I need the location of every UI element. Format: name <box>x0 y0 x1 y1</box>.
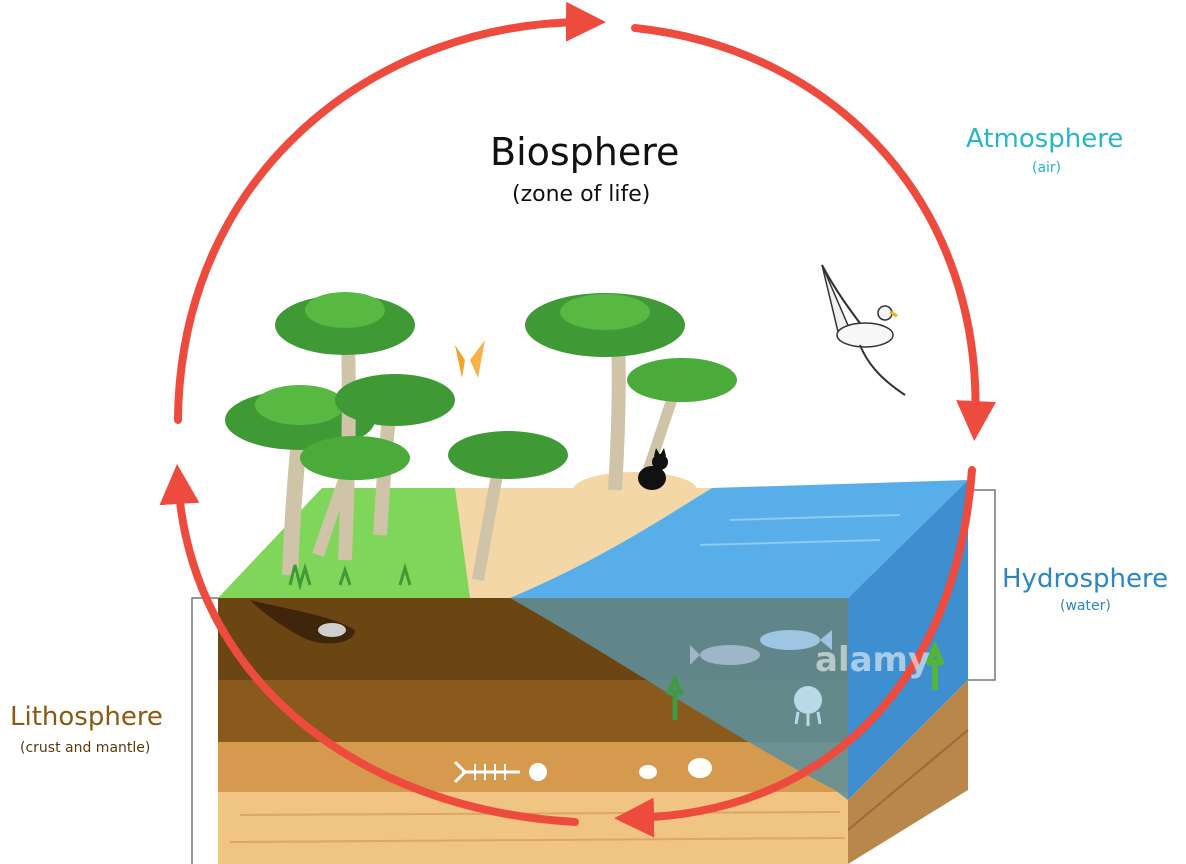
lithosphere-bracket <box>192 598 218 864</box>
biosphere-subtitle: (zone of life) <box>512 182 650 207</box>
biosphere-title: Biosphere <box>490 130 679 174</box>
mouse-icon <box>318 623 346 637</box>
cycle-arrow-top-left <box>178 22 590 420</box>
bedrock-layer <box>218 792 848 864</box>
hydrosphere-sublabel: (water) <box>1060 598 1111 614</box>
island <box>573 472 697 508</box>
hydrosphere-label: Hydrosphere <box>1002 564 1168 594</box>
lithosphere-label: Lithosphere <box>10 702 163 732</box>
butterfly-icon <box>455 340 485 378</box>
watermark-text: alamy <box>815 640 930 680</box>
atmosphere-label: Atmosphere <box>966 124 1123 154</box>
hydrosphere-bracket <box>968 490 995 680</box>
seagull-icon <box>822 265 905 395</box>
lithosphere-sublabel: (crust and mantle) <box>20 740 150 756</box>
palm-tree-icon <box>627 358 737 480</box>
atmosphere-sublabel: (air) <box>1032 160 1061 176</box>
